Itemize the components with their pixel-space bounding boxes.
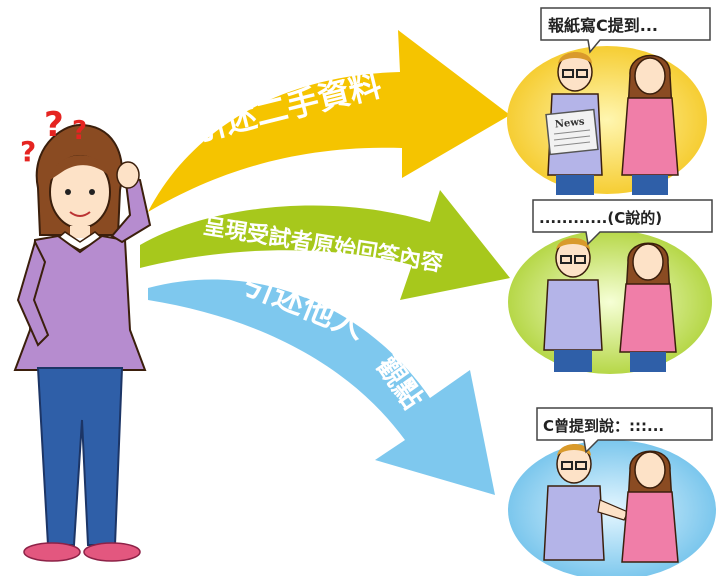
woman-listener-top: [621, 54, 679, 195]
arrow-middle: 呈現受試者原始回答內容: [140, 190, 510, 300]
scene-top: News: [507, 46, 707, 195]
newspaper-label: News: [554, 116, 585, 130]
thinking-woman: [13, 123, 152, 562]
woman-bottom: [621, 450, 679, 563]
man-with-newspaper: News: [545, 52, 603, 195]
speech-bubble-top-text: 報紙寫C提到...: [548, 16, 658, 35]
speech-bubble-middle: ............(C說的): [532, 199, 713, 246]
man-bottom: [543, 444, 629, 561]
ellipse-middle: [508, 230, 712, 374]
arrow-bottom: 引述他人 觀點: [148, 263, 495, 495]
speech-bubble-top: 報紙寫C提到...: [540, 7, 711, 54]
arrow-top: 引述二手資料: [148, 30, 510, 212]
woman-middle: [619, 242, 677, 372]
speech-bubble-bottom-text: C曾提到說：:::...: [543, 417, 664, 435]
question-mark-3: ?: [72, 116, 88, 146]
question-mark-2: ?: [44, 105, 64, 145]
speech-bubble-middle-text: ............(C說的): [539, 209, 662, 227]
scene-bottom: [508, 440, 716, 576]
speech-bubble-bottom: C曾提到說：:::...: [536, 407, 713, 454]
man-middle: [543, 238, 603, 372]
question-mark-1: ?: [20, 135, 37, 168]
scene-middle: [508, 230, 712, 374]
